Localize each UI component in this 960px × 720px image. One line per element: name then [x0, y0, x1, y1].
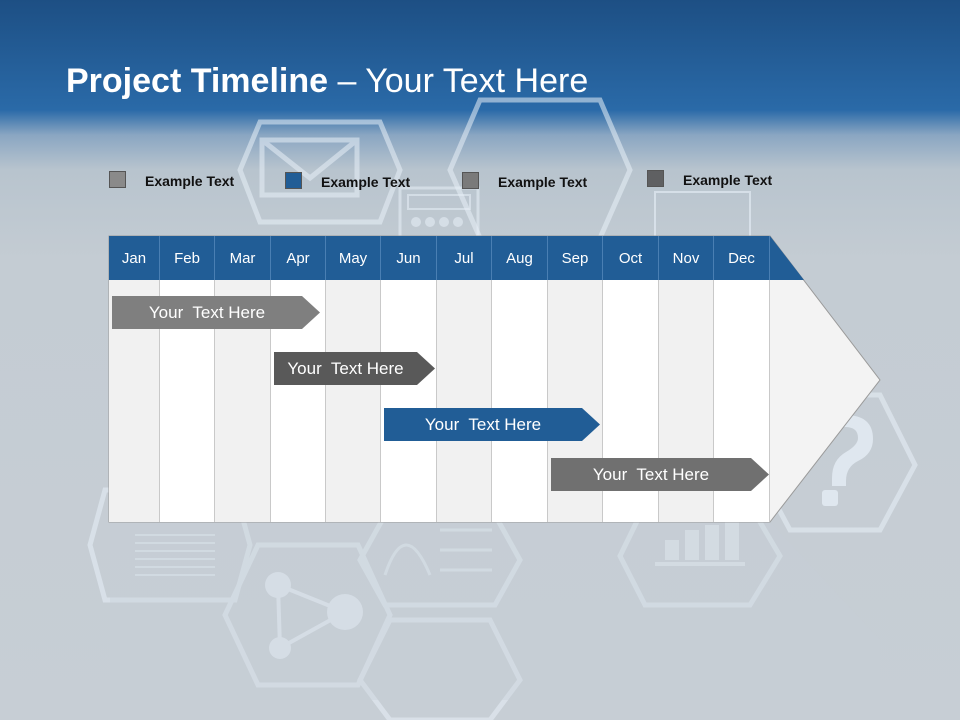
- month-header-feb: Feb: [160, 236, 215, 280]
- timeline-column: [381, 280, 437, 522]
- network-icon: [265, 572, 363, 659]
- timeline-bar-label: Your Text Here: [287, 358, 404, 378]
- timeline-column: [492, 280, 548, 522]
- timeline-reflection: [110, 522, 880, 700]
- legend-swatch: [647, 170, 664, 187]
- legend-label: Example Text: [683, 172, 773, 188]
- month-header-aug: Aug: [492, 236, 548, 280]
- hexagon-bottom: [357, 617, 523, 720]
- bar-chart-icon: [655, 520, 745, 566]
- month-header-may: May: [326, 236, 381, 280]
- timeline-bar[interactable]: Your Text Here: [384, 408, 600, 441]
- month-header-mar: Mar: [215, 236, 271, 280]
- timeline-bar-label: Your Text Here: [592, 464, 710, 484]
- page-title: Project Timeline – Your Text Here: [66, 60, 588, 102]
- timeline-bar-label: Your Text Here: [424, 414, 542, 434]
- mail-icon: [259, 137, 360, 198]
- legend-swatch: [462, 172, 479, 189]
- legend-label: Example Text: [145, 173, 235, 189]
- timeline-bar[interactable]: Your Text Here: [112, 296, 320, 329]
- legend-label: Example Text: [498, 174, 588, 190]
- timeline-column: [326, 280, 381, 522]
- legend-swatch: [109, 171, 126, 188]
- title-bold: Project Timeline: [66, 62, 329, 100]
- legend-label: Example Text: [321, 174, 411, 190]
- month-header-dec: Dec: [714, 236, 770, 280]
- month-header-oct: Oct: [603, 236, 659, 280]
- month-header-nov: Nov: [659, 236, 714, 280]
- title-rest: – Your Text Here: [328, 62, 589, 100]
- month-header-jun: Jun: [381, 236, 437, 280]
- timeline-bar[interactable]: Your Text Here: [551, 458, 769, 491]
- hexagon-mail: [237, 119, 403, 225]
- month-header-jul: Jul: [437, 236, 492, 280]
- month-header-apr: Apr: [271, 236, 326, 280]
- timeline-column: [437, 280, 492, 522]
- hexagon-network: [222, 542, 393, 688]
- gauge-icon: [383, 528, 492, 576]
- month-header-jan: Jan: [109, 236, 160, 280]
- document-icon: [135, 534, 215, 576]
- timeline-bar[interactable]: Your Text Here: [274, 352, 435, 385]
- timeline-bar-label: Your Text Here: [148, 302, 266, 322]
- legend-swatch: [285, 172, 302, 189]
- month-header-sep: Sep: [548, 236, 603, 280]
